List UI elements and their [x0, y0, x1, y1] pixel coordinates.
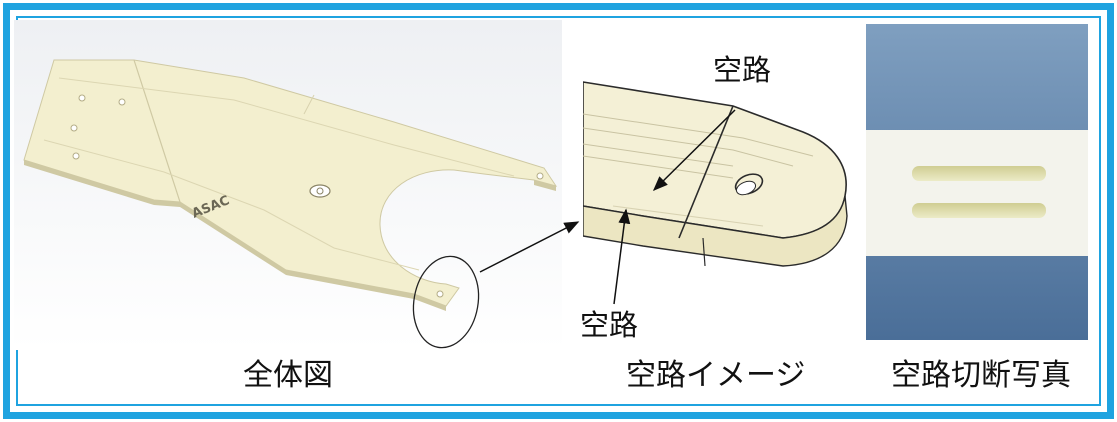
detail-ellipse [412, 255, 480, 349]
overall-view-panel: ASAC [14, 20, 562, 350]
caption-section-photo: 空路切断写真 [891, 358, 1071, 393]
part-surface [23, 59, 558, 307]
section-photo-panel [866, 24, 1088, 340]
channel-closeup-drawing [583, 26, 859, 334]
cut-section [866, 130, 1088, 256]
section-photo [866, 24, 1088, 340]
channel-lower [912, 203, 1046, 218]
caption-channel-image: 空路イメージ [626, 358, 806, 393]
channel-upper [912, 166, 1046, 181]
caption-overall-view: 全体図 [243, 358, 333, 393]
channel-image-panel [583, 26, 859, 334]
callout-label-bottom: 空路 [580, 308, 639, 342]
callout-label-top: 空路 [713, 53, 772, 87]
overall-part-drawing: ASAC [14, 20, 562, 350]
